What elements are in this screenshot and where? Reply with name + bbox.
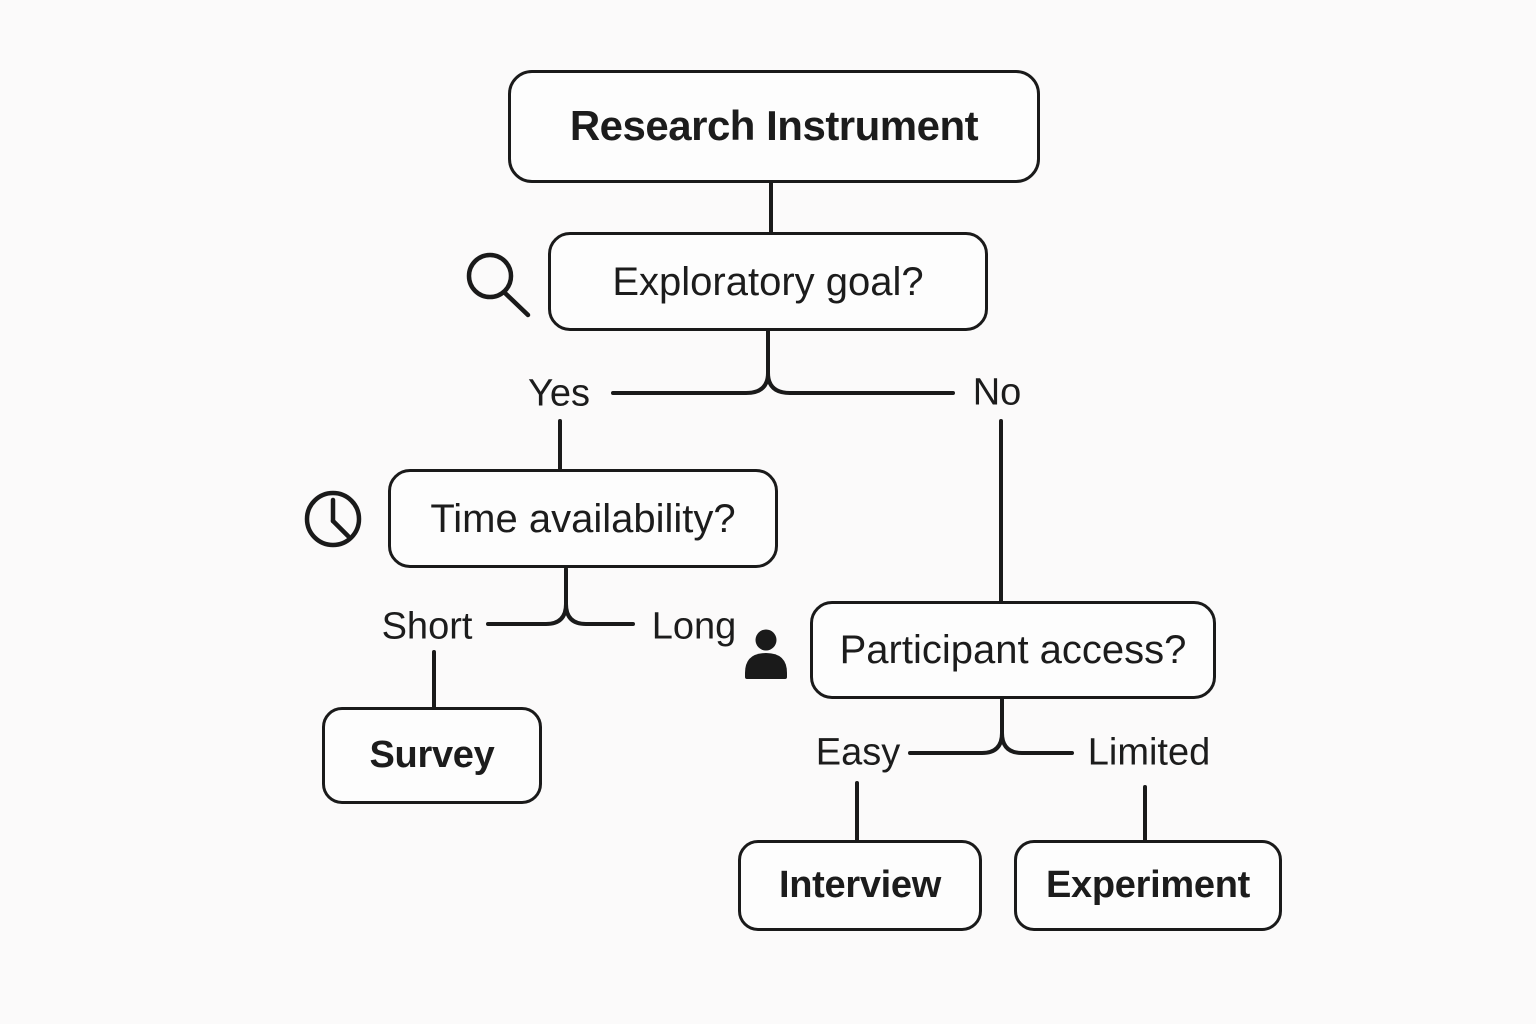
branch-label-short: Short: [381, 605, 473, 648]
branch-label-easy: Easy: [815, 731, 901, 774]
node-participant-access: Participant access?: [810, 601, 1216, 699]
connector-participant-fork: [908, 697, 1074, 755]
person-icon: [745, 629, 787, 679]
branch-label-long: Long: [651, 605, 737, 648]
clock-icon: [304, 490, 362, 548]
connector-time-fork: [486, 567, 635, 626]
node-research-instrument: Research Instrument: [508, 70, 1040, 183]
node-research-instrument-label: Research Instrument: [569, 102, 979, 150]
node-exploratory-goal: Exploratory goal?: [548, 232, 988, 331]
branch-label-yes: Yes: [528, 372, 590, 415]
node-time-availability-label: Time availability?: [430, 496, 736, 541]
node-exploratory-goal-label: Exploratory goal?: [612, 259, 924, 304]
branch-label-no: No: [972, 371, 1022, 414]
node-interview: Interview: [738, 840, 982, 931]
node-time-availability: Time availability?: [388, 469, 778, 568]
node-experiment: Experiment: [1014, 840, 1282, 931]
magnifier-icon: [466, 252, 531, 318]
connector-exploratory-fork: [611, 329, 955, 395]
branch-label-limited: Limited: [1087, 731, 1211, 774]
node-experiment-label: Experiment: [1046, 863, 1250, 906]
node-interview-label: Interview: [778, 863, 942, 906]
node-survey: Survey: [322, 707, 542, 804]
node-survey-label: Survey: [369, 733, 495, 776]
node-participant-access-label: Participant access?: [839, 628, 1187, 672]
